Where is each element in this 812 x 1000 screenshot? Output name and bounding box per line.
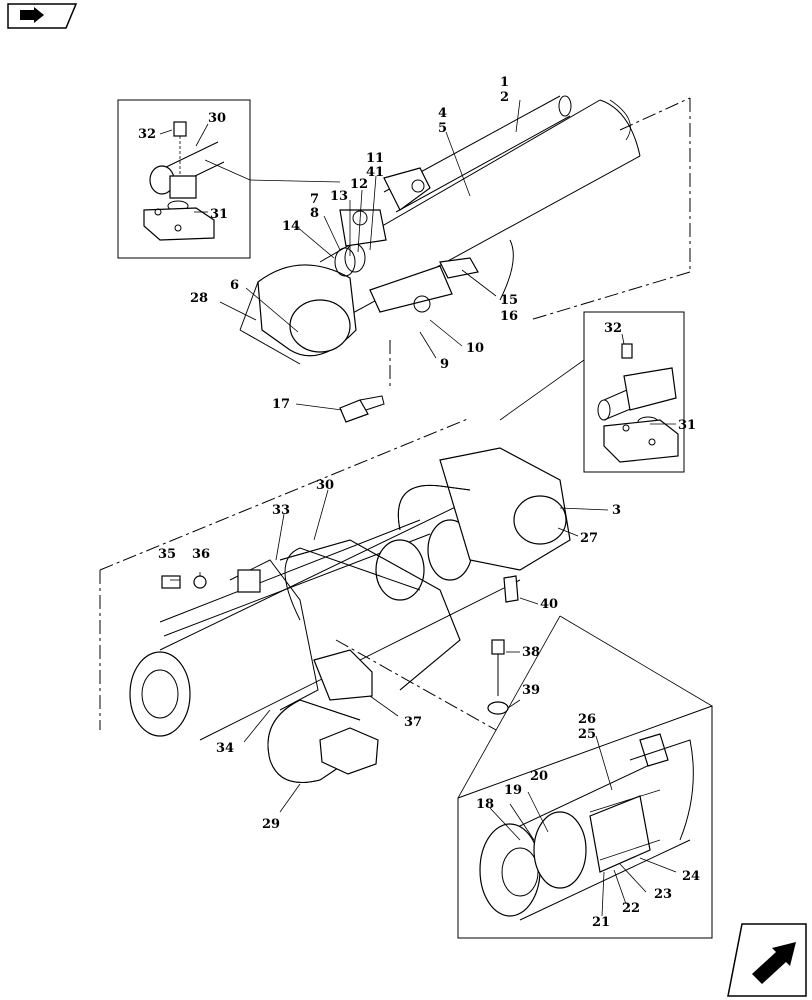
callout-6: 6 [230, 278, 239, 293]
callout-labels: 1 2 4 5 11 41 12 13 7 8 14 6 28 15 16 10… [138, 75, 700, 930]
callout-35: 35 [158, 547, 176, 562]
callout-11: 11 [366, 151, 384, 166]
callout-36: 36 [192, 547, 210, 562]
callout-4: 4 [438, 106, 447, 121]
callout-16: 16 [500, 309, 518, 324]
callout-2: 2 [500, 90, 509, 105]
callout-21: 21 [592, 915, 610, 930]
callout-32-upper: 32 [138, 127, 156, 142]
callout-9: 9 [440, 357, 449, 372]
callout-29: 29 [262, 817, 280, 832]
back-arrow-icon[interactable] [7, 3, 78, 29]
callout-5: 5 [438, 121, 447, 136]
callout-39: 39 [522, 683, 540, 698]
callout-33: 33 [272, 503, 290, 518]
next-arrow-icon[interactable] [727, 923, 807, 997]
callout-31-right: 31 [678, 418, 696, 433]
callout-37: 37 [404, 715, 422, 730]
callout-7: 7 [310, 192, 319, 207]
callout-15: 15 [500, 293, 518, 308]
callout-22: 22 [622, 901, 640, 916]
detail-box-upper-left [117, 99, 341, 259]
upper-cylinder-assembly [239, 95, 691, 423]
callout-30-upper: 30 [208, 111, 226, 126]
callout-14: 14 [282, 219, 300, 234]
callout-1: 1 [500, 75, 509, 90]
callout-26: 26 [578, 712, 596, 727]
callout-32-right: 32 [604, 321, 622, 336]
detail-box-cutaway [457, 615, 713, 939]
callout-31-upper: 31 [210, 207, 228, 222]
callout-8: 8 [310, 206, 319, 221]
callout-24: 24 [682, 869, 700, 884]
callout-18: 18 [476, 797, 494, 812]
callout-27: 27 [580, 531, 598, 546]
callout-23: 23 [654, 887, 672, 902]
callout-19: 19 [504, 783, 522, 798]
callout-3: 3 [612, 503, 621, 518]
callout-28: 28 [190, 291, 208, 306]
callout-25: 25 [578, 727, 596, 742]
lower-cylinder-assembly [99, 417, 571, 783]
detail-box-right [499, 311, 685, 473]
leader-lines [159, 99, 677, 917]
callout-12: 12 [350, 177, 368, 192]
callout-17: 17 [272, 397, 290, 412]
callout-20: 20 [530, 769, 548, 784]
callout-30-lower: 30 [316, 478, 334, 493]
callout-13: 13 [330, 189, 348, 204]
callout-34: 34 [216, 741, 234, 756]
callout-40: 40 [540, 597, 558, 612]
callout-10: 10 [466, 341, 484, 356]
callout-41: 41 [366, 165, 384, 180]
callout-38: 38 [522, 645, 540, 660]
